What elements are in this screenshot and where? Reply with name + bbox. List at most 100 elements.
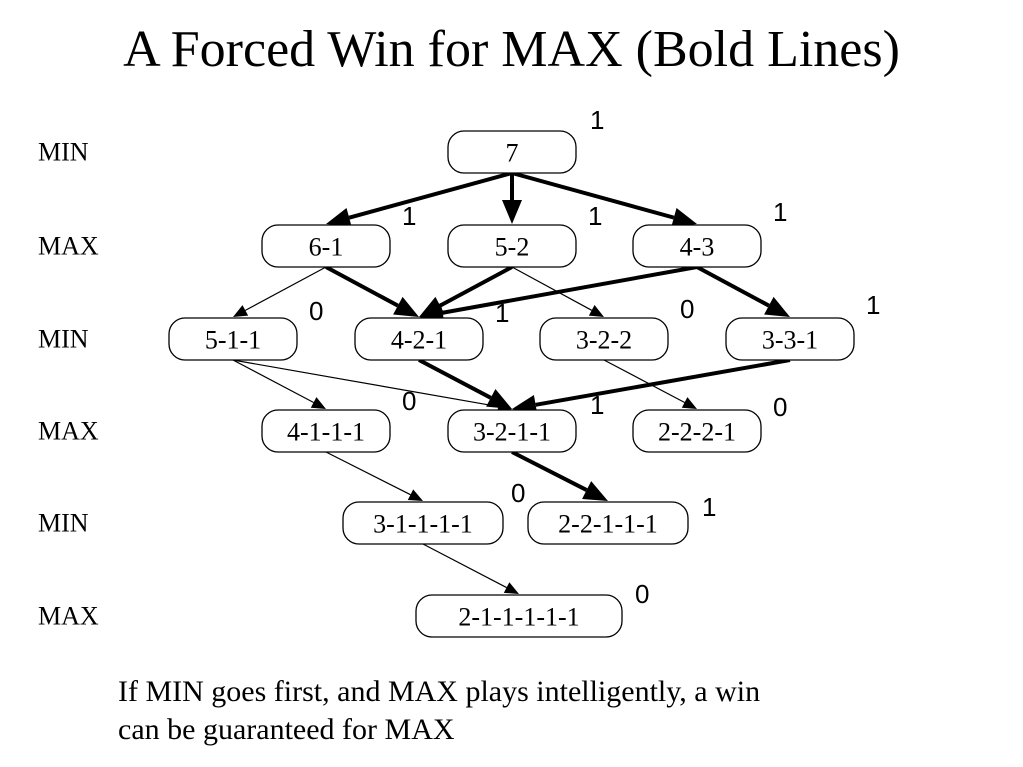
node-value: 1 <box>702 492 716 522</box>
node-box <box>447 409 577 453</box>
node-label: 5-2 <box>495 233 530 262</box>
tree-node: 4-2-1 <box>354 317 484 361</box>
edge-3-3-1-to-3-2-1-1 <box>535 358 791 407</box>
node-box <box>447 224 577 268</box>
edges-layer <box>232 171 791 594</box>
node-box <box>447 130 577 174</box>
node-label: 2-2-1-1-1 <box>558 510 658 539</box>
tree-node: 5-1-1 <box>168 317 298 361</box>
arrowhead-6-1-to-4-2-1 <box>393 296 419 317</box>
arrowhead-3-1-1-1-1-to-2-1-1-1-1-1 <box>503 582 519 594</box>
node-label: 4-1-1-1 <box>287 418 365 447</box>
tree-node: 3-1-1-1-1 <box>342 501 504 545</box>
arrowhead-7-to-5-2 <box>502 200 522 224</box>
node-label: 4-2-1 <box>391 326 447 355</box>
edge-4-1-1-1-to-3-1-1-1-1 <box>325 451 411 496</box>
tree-node: 2-2-1-1-1 <box>527 501 689 545</box>
level-label: MIN <box>38 325 89 354</box>
page-title: A Forced Win for MAX (Bold Lines) <box>123 21 900 78</box>
edge-6-1-to-4-2-1 <box>325 265 399 308</box>
level-label: MAX <box>38 232 99 261</box>
node-box <box>632 409 762 453</box>
node-label: 7 <box>506 139 519 168</box>
node-label: 3-2-1-1 <box>473 418 551 447</box>
caption: If MIN goes first, and MAX plays intelli… <box>118 673 918 749</box>
node-value: 1 <box>866 290 880 320</box>
node-value: 1 <box>590 105 604 135</box>
level-label: MAX <box>38 417 99 446</box>
caption-line-2: can be guaranteed for MAX <box>118 713 455 746</box>
edge-5-1-1-to-4-1-1-1 <box>232 359 314 404</box>
node-box <box>725 317 855 361</box>
edge-7-to-4-3 <box>511 171 675 220</box>
node-label: 3-3-1 <box>762 326 818 355</box>
edge-7-to-6-1 <box>348 171 513 220</box>
node-box <box>168 317 298 361</box>
node-value: 0 <box>402 386 416 416</box>
node-label: 6-1 <box>309 233 344 262</box>
edge-4-3-to-3-3-1 <box>696 265 770 308</box>
node-label: 3-2-2 <box>576 326 632 355</box>
arrowhead-4-2-1-to-3-2-1-1 <box>486 388 512 409</box>
tree-node: 3-3-1 <box>725 317 855 361</box>
level-label: MAX <box>38 602 99 631</box>
edge-3-1-1-1-1-to-2-1-1-1-1-1 <box>422 543 507 589</box>
node-box <box>415 594 623 638</box>
node-value: 0 <box>680 294 694 324</box>
tree-node: 3-2-2 <box>539 317 669 361</box>
tree-node: 4-1-1-1 <box>261 409 391 453</box>
arrowhead-7-to-4-3 <box>671 207 697 228</box>
arrowhead-5-1-1-to-4-1-1-1 <box>310 397 326 409</box>
node-label: 2-2-2-1 <box>658 418 736 447</box>
node-value: 1 <box>588 201 602 231</box>
node-value: 0 <box>635 579 649 609</box>
node-box <box>632 224 762 268</box>
edge-6-1-to-5-1-1 <box>245 266 327 311</box>
node-box <box>527 501 689 545</box>
node-value: 0 <box>773 392 787 422</box>
node-box <box>261 224 391 268</box>
arrowhead-4-1-1-1-to-3-1-1-1-1 <box>407 489 423 501</box>
node-label: 5-1-1 <box>205 326 261 355</box>
level-label: MIN <box>38 138 89 167</box>
node-value: 0 <box>309 296 323 326</box>
level-label: MIN <box>38 509 89 538</box>
tree-node: 7 <box>447 130 577 174</box>
edge-4-2-1-to-3-2-1-1 <box>418 358 492 400</box>
arrowhead-4-3-to-3-3-1 <box>764 296 790 317</box>
node-value: 1 <box>402 201 416 231</box>
node-label: 4-3 <box>680 233 715 262</box>
tree-node: 2-2-2-1 <box>632 409 762 453</box>
nodes-layer: 7 6-1 5-2 4-3 5-1-1 4-2-1 3-2-2 3-3-1 4-1-1-1 3-2… <box>168 130 855 638</box>
tree-node: 2-1-1-1-1-1 <box>415 594 623 638</box>
caption-line-1: If MIN goes first, and MAX plays intelli… <box>118 675 761 708</box>
node-value: 0 <box>511 478 525 508</box>
node-label: 2-1-1-1-1-1 <box>458 603 579 632</box>
edge-5-2-to-3-2-2 <box>511 266 592 311</box>
arrowhead-6-1-to-5-1-1 <box>233 305 249 317</box>
level-labels-layer: MIN MAX MIN MAX MIN MAX <box>38 138 99 631</box>
node-value: 1 <box>495 298 509 328</box>
arrowhead-3-2-1-1-to-2-2-1-1-1 <box>582 481 608 501</box>
node-label: 3-1-1-1-1 <box>373 510 473 539</box>
node-box <box>539 317 669 361</box>
arrowhead-7-to-6-1 <box>326 208 352 228</box>
edge-3-2-1-1-to-2-2-1-1-1 <box>511 450 588 492</box>
value-labels-layer: 1 1 1 1 0 1 0 1 0 1 0 0 1 0 <box>309 105 880 609</box>
tree-node: 5-2 <box>447 224 577 268</box>
edge-5-2-to-4-2-1 <box>439 265 513 308</box>
tree-node: 6-1 <box>261 224 391 268</box>
node-value: 1 <box>773 197 787 227</box>
edge-5-1-1-to-3-2-1-1 <box>232 359 499 408</box>
node-value: 1 <box>590 390 604 420</box>
arrowhead-5-2-to-3-2-2 <box>588 305 604 317</box>
node-box <box>261 409 391 453</box>
tree-node: 4-3 <box>632 224 762 268</box>
edge-3-2-2-to-2-2-2-1 <box>603 359 685 404</box>
tree-node: 3-2-1-1 <box>447 409 577 453</box>
node-box <box>354 317 484 361</box>
edge-4-3-to-4-2-1 <box>442 265 698 315</box>
node-box <box>342 501 504 545</box>
arrowhead-3-2-2-to-2-2-2-1 <box>681 397 697 409</box>
